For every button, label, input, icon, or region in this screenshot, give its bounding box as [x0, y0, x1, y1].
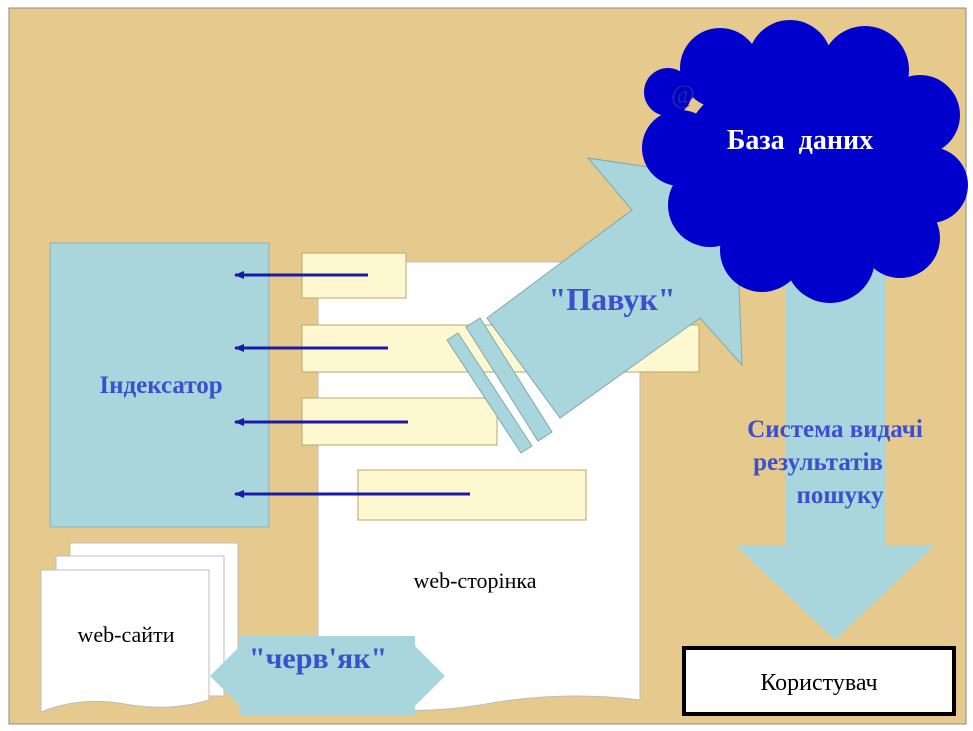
user-label: Користувач	[760, 670, 877, 696]
webpage-label: web-сторінка	[413, 568, 536, 593]
database-cloud	[642, 20, 968, 303]
worm-label: "черв'як"	[249, 642, 387, 675]
cloud-puff	[644, 68, 692, 116]
website-page-front	[40, 569, 210, 713]
at-sign-icon: @	[671, 80, 695, 109]
cloud-core	[680, 65, 930, 255]
indexer-box	[49, 242, 270, 528]
user-box	[682, 646, 956, 716]
spider-arrow-stripe-2	[446, 332, 533, 454]
spider-label: "Павук"	[548, 281, 675, 317]
results-label-line-1: Система видачі	[747, 416, 923, 443]
database-label: База даних	[727, 125, 873, 156]
spider-arrow-stripe-1	[465, 317, 553, 442]
results-label-line-2: результатів	[753, 449, 883, 476]
indexer-pointer-arrows	[234, 271, 470, 498]
indexer-label: Індексатор	[99, 372, 222, 399]
worm-arrow	[210, 636, 445, 716]
websites-stack	[40, 542, 239, 713]
results-label-line-3: пошуку	[796, 482, 884, 509]
websites-label: web-сайти	[78, 622, 175, 647]
